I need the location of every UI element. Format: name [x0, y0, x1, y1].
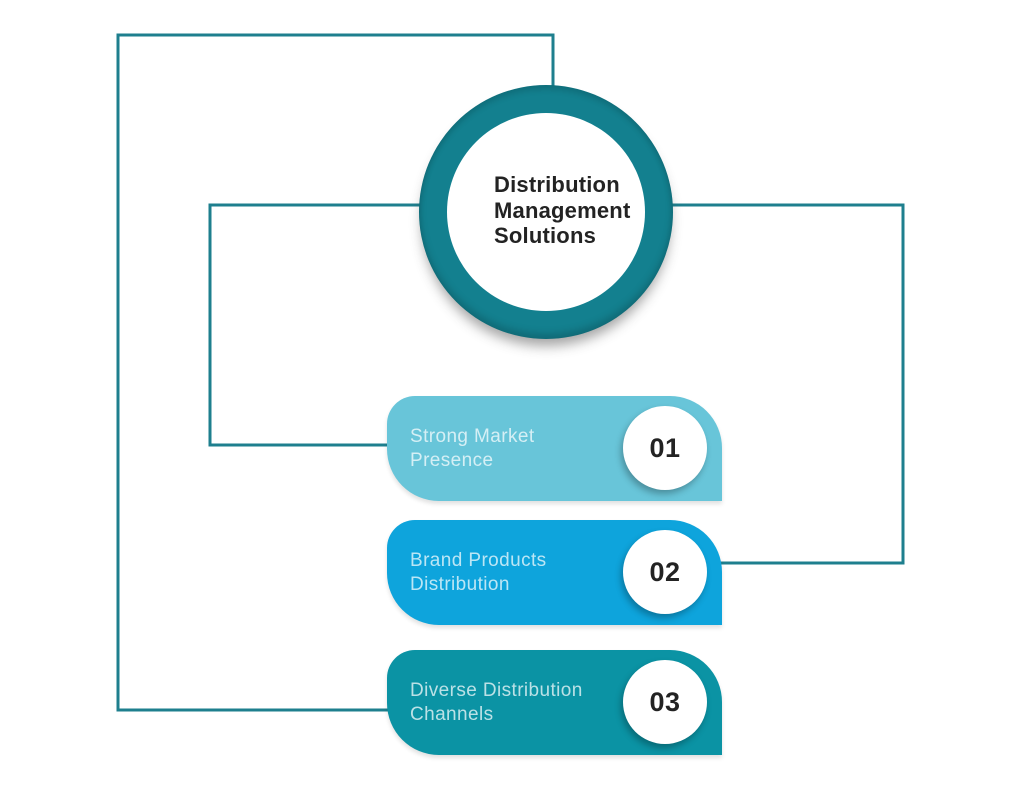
connector-outer-left-line [116, 33, 555, 712]
item-number-02: 02 [649, 556, 681, 587]
connector-inner-left-line [208, 203, 430, 447]
item-card-01: Strong Market Presence 01 [387, 396, 722, 501]
diagram-title: Distribution Management Solutions [494, 172, 631, 248]
item-label-03: Diverse Distribution Channels [410, 679, 583, 725]
central-circle-inner [447, 113, 645, 311]
item-number-circle-01: 01 [623, 406, 707, 490]
connector-right-line [662, 203, 905, 565]
item-label-02: Brand Products Distribution [410, 549, 547, 595]
item-card-03: Diverse Distribution Channels 03 [387, 650, 722, 755]
central-circle [419, 85, 673, 339]
item-number-circle-03: 03 [623, 660, 707, 744]
item-label-01: Strong Market Presence [410, 425, 535, 471]
item-number-03: 03 [649, 686, 681, 717]
item-number-circle-02: 02 [623, 530, 707, 614]
item-card-02: Brand Products Distribution 02 [387, 520, 722, 625]
item-number-01: 01 [649, 432, 681, 463]
